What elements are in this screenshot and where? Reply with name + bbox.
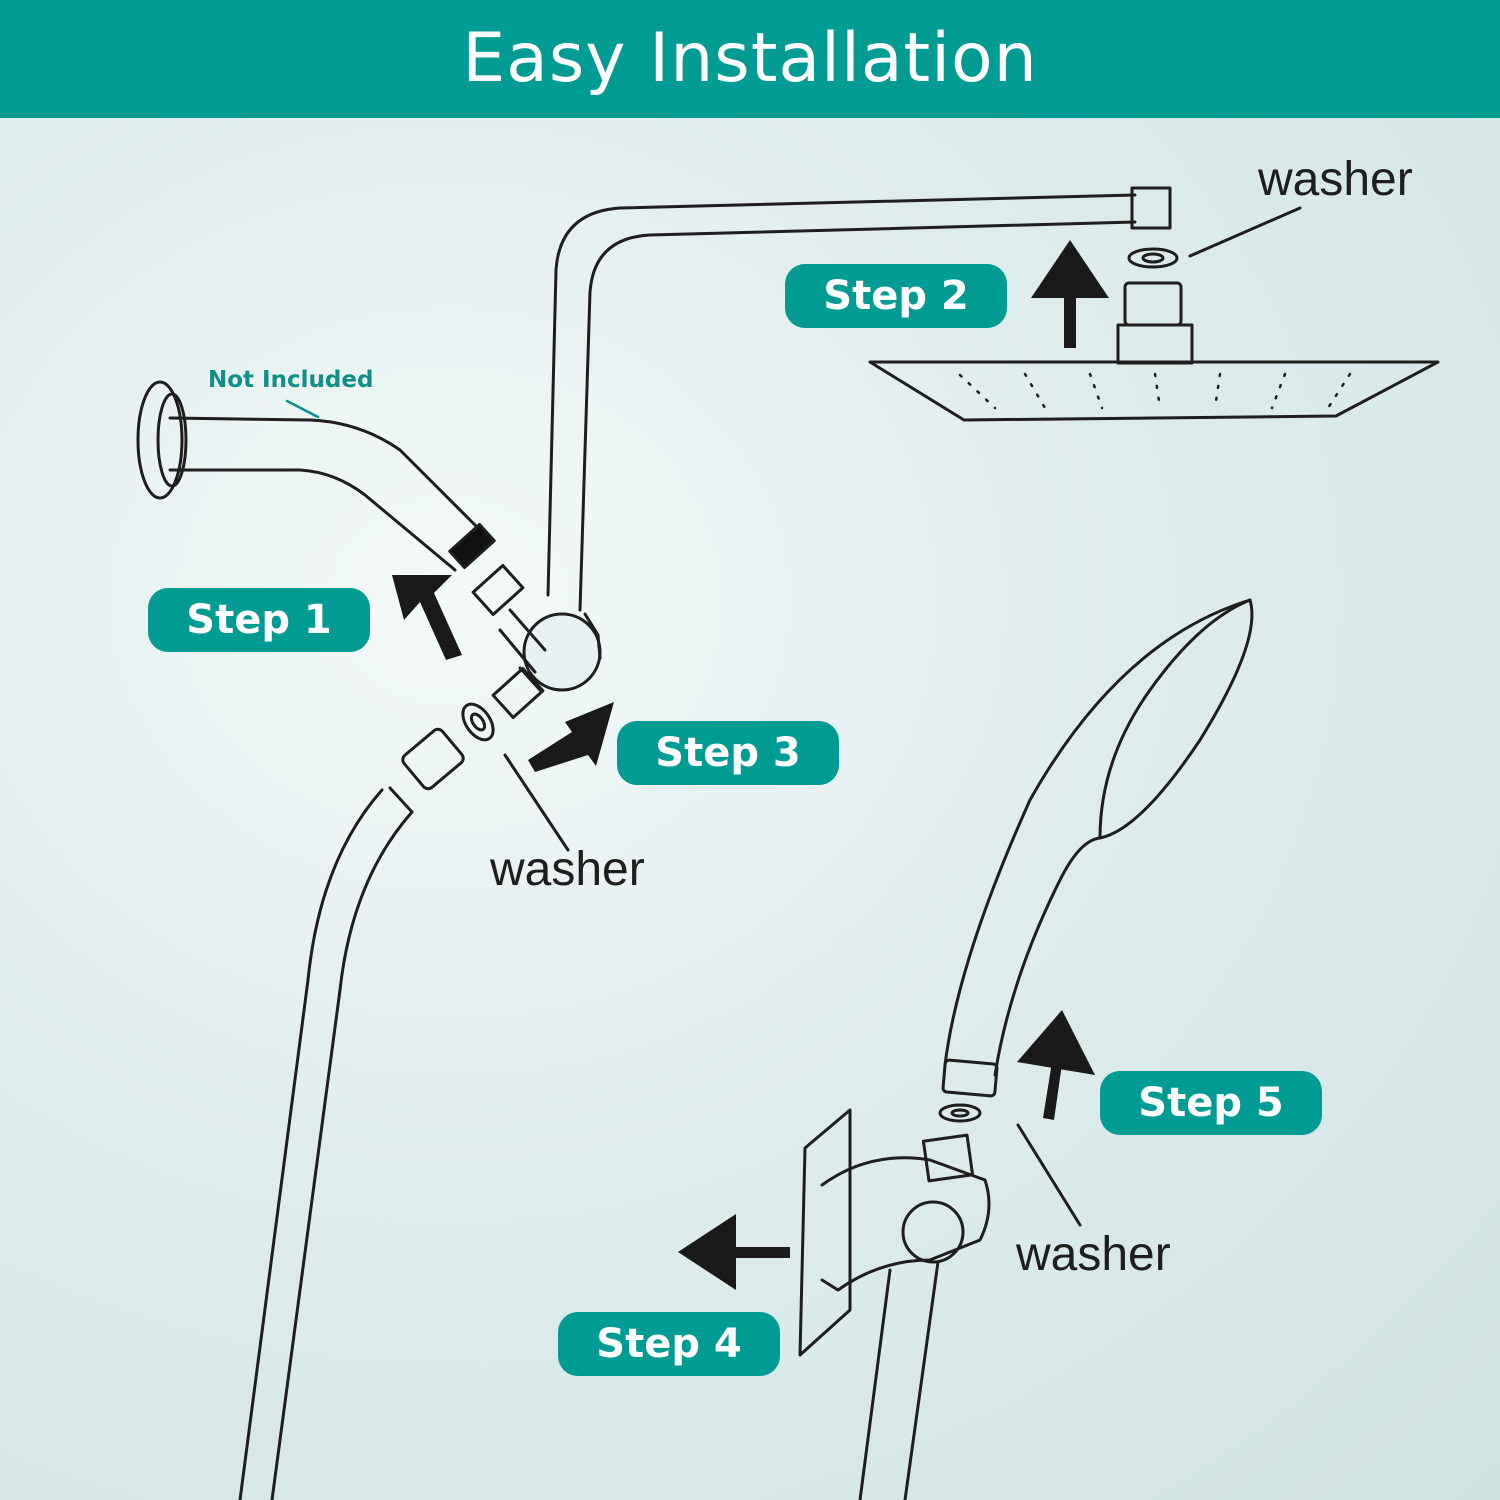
not-included-label: Not Included <box>208 367 374 393</box>
extension-arm-illustration <box>546 186 1172 612</box>
header-banner: Easy Installation <box>0 0 1500 118</box>
page-title: Easy Installation <box>462 19 1038 98</box>
rain-shower-head-illustration <box>868 247 1440 422</box>
hose-illustration <box>238 702 495 1500</box>
washer-label-top: washer <box>1258 153 1413 206</box>
wall-holder-illustration <box>798 1108 991 1500</box>
handheld-shower-illustration <box>938 598 1254 1123</box>
arrow-step-4 <box>678 1214 790 1290</box>
existing-shower-arm-illustration <box>136 380 496 572</box>
diverter-illustration <box>471 563 602 720</box>
washer-label-bottom: washer <box>1016 1228 1171 1281</box>
arrow-step-5 <box>1017 1010 1095 1120</box>
step-4-badge: Step 4 <box>558 1312 780 1376</box>
washer-label-middle: washer <box>490 843 645 896</box>
step-2-badge: Step 2 <box>785 264 1007 328</box>
step-5-badge: Step 5 <box>1100 1071 1322 1135</box>
step-1-badge: Step 1 <box>148 588 370 652</box>
arrow-step-1 <box>392 575 462 660</box>
arrow-step-2 <box>1031 240 1109 348</box>
arrow-step-3 <box>528 702 614 772</box>
leader-lines <box>503 206 1302 1227</box>
step-3-badge: Step 3 <box>617 721 839 785</box>
